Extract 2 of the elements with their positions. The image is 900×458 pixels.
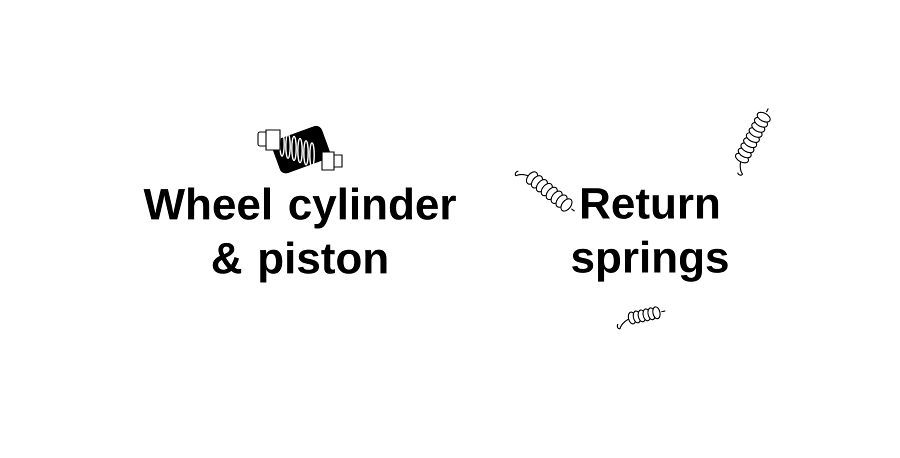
part-label: Return springs (572, 188, 728, 282)
part-label: Wheel cylinder & piston (144, 188, 456, 282)
